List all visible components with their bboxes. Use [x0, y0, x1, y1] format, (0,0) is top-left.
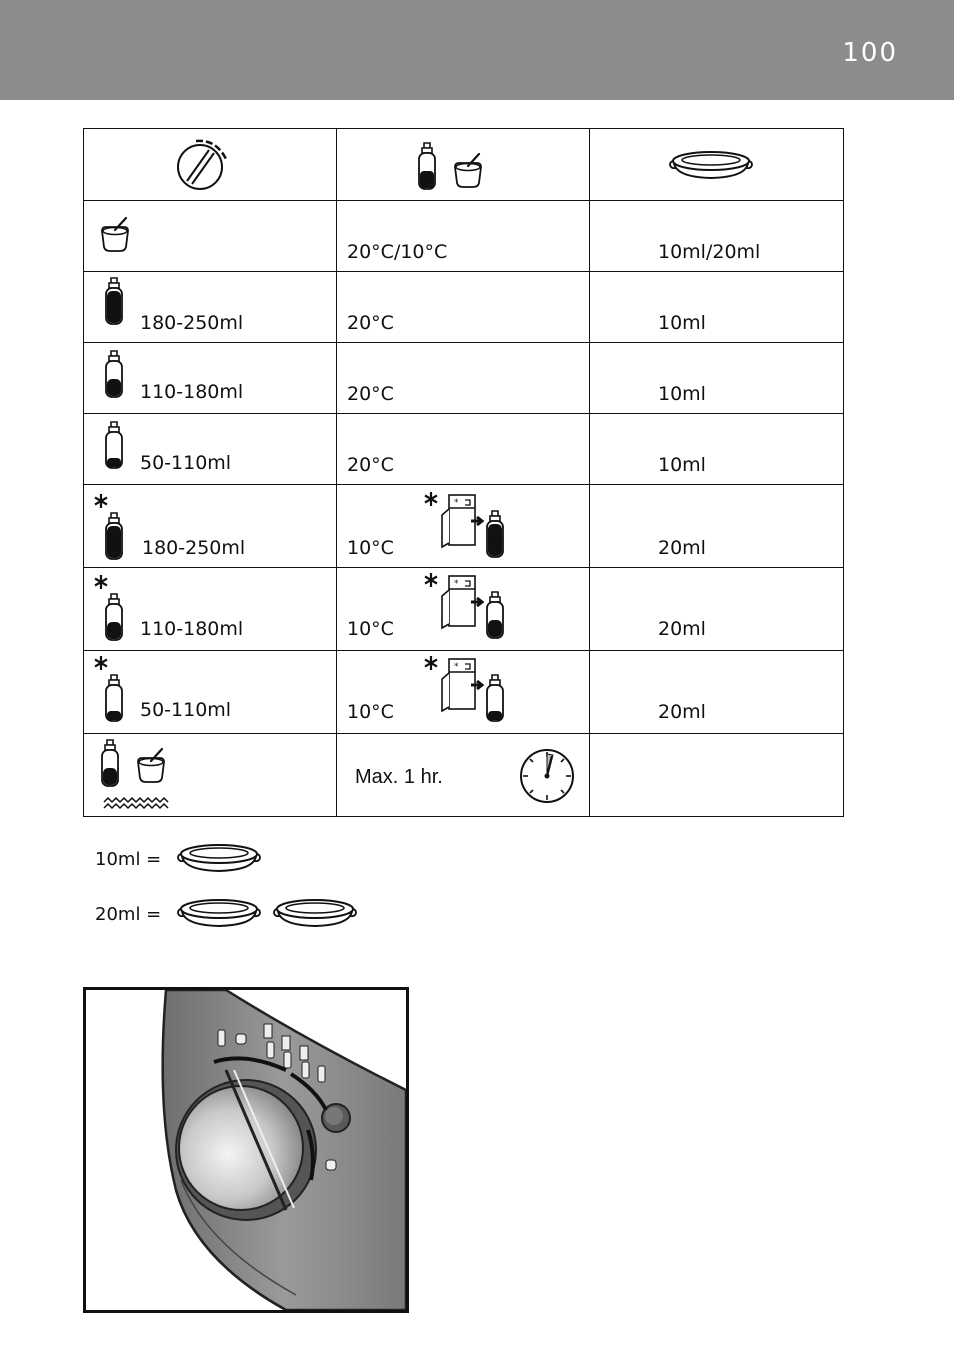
water-cell: 10ml: [589, 413, 844, 485]
volume-label: 50-110ml: [140, 452, 232, 474]
temperature-label: 10°C: [347, 618, 394, 640]
header-dial-cell: [83, 128, 337, 201]
table-row: 180-250ml 10°C 20ml: [83, 484, 844, 568]
cold-bottle-half-icon: [93, 573, 123, 641]
device-dial-photo: [83, 987, 409, 1313]
water-cell: 20ml: [589, 567, 844, 651]
water-amount-label: 20ml: [658, 618, 706, 640]
legend-10ml-label: 10ml =: [95, 849, 162, 870]
temperature-cell: 20°C: [336, 413, 590, 485]
dial-knob-icon: [177, 139, 228, 190]
food-type-cell: 50-110ml: [83, 650, 337, 734]
temperature-label: 10°C: [347, 701, 394, 723]
cold-bottle-low-icon: [93, 654, 123, 722]
water-cell: 10ml: [589, 271, 844, 343]
settings-table: 20°C/10°C 10ml/20ml 180-250ml 20°C 10ml …: [83, 128, 844, 817]
volume-label: 180-250ml: [140, 312, 244, 334]
measuring-ring-icon: [177, 899, 261, 927]
temperature-cell: 20°C: [336, 271, 590, 343]
table-header-row: [83, 128, 844, 201]
water-amount-label: 10ml: [658, 454, 706, 476]
keep-warm-time-cell: Max. 1 hr.: [336, 733, 590, 817]
bottle-half-icon: [105, 350, 123, 398]
temperature-label: 20°C/10°C: [347, 241, 448, 263]
bottle-low-icon: [105, 421, 123, 469]
water-amount-label: 10ml/20ml: [658, 241, 761, 263]
cold-bottle-full-icon: [93, 492, 123, 560]
food-type-cell: 180-250ml: [83, 484, 337, 568]
food-type-cell: 180-250ml: [83, 271, 337, 343]
water-amount-label: 10ml: [658, 383, 706, 405]
water-amount-label: 20ml: [658, 701, 706, 723]
temperature-label: 20°C: [347, 454, 394, 476]
clock-icon: [520, 749, 574, 803]
food-type-cell: 110-180ml: [83, 342, 337, 414]
volume-label: 110-180ml: [140, 381, 244, 403]
keep-warm-water-cell: [589, 733, 844, 817]
fridge-to-bottle-icon: [423, 654, 504, 722]
page-number: 100: [842, 38, 898, 68]
volume-label: 180-250ml: [142, 537, 246, 559]
table-row: 50-110ml 10°C 20ml: [83, 650, 844, 734]
temperature-cell: 10°C: [336, 650, 590, 734]
fridge-to-bottle-icon: [423, 571, 504, 639]
volume-label: 110-180ml: [140, 618, 244, 640]
water-cell: 10ml: [589, 342, 844, 414]
table-row-keep-warm: Max. 1 hr.: [83, 733, 844, 817]
baby-food-jar-icon: [100, 217, 130, 253]
bottle-full-icon: [105, 277, 123, 325]
water-amount-label: 20ml: [658, 537, 706, 559]
keep-warm-icon: [101, 739, 169, 810]
temperature-label: 20°C: [347, 383, 394, 405]
header-bottle-food-cell: [336, 128, 590, 201]
temperature-label: 10°C: [347, 537, 394, 559]
temperature-cell: 20°C: [336, 342, 590, 414]
table-row: 50-110ml 20°C 10ml: [83, 413, 844, 485]
temperature-cell: 10°C: [336, 567, 590, 651]
temperature-cell: 10°C: [336, 484, 590, 568]
temperature-label: 20°C: [347, 312, 394, 334]
keep-warm-cell: [83, 733, 337, 817]
table-row: 110-180ml 20°C 10ml: [83, 342, 844, 414]
water-cell: 20ml: [589, 484, 844, 568]
table-row: 180-250ml 20°C 10ml: [83, 271, 844, 343]
measuring-ring-icon: [177, 844, 261, 872]
measuring-ring-icon: [669, 151, 753, 179]
table-row: 20°C/10°C 10ml/20ml: [83, 200, 844, 272]
bottle-warmer-dial-photo: [161, 990, 406, 1310]
header-ring-cell: [589, 128, 844, 201]
max-time-label: Max. 1 hr.: [355, 766, 443, 788]
volume-label: 50-110ml: [140, 699, 232, 721]
water-amount-label: 10ml: [658, 312, 706, 334]
water-cell: 10ml/20ml: [589, 200, 844, 272]
bottle-and-food-jar-icon: [418, 142, 483, 190]
legend-20ml-label: 20ml =: [95, 904, 162, 925]
food-type-cell: 110-180ml: [83, 567, 337, 651]
measuring-ring-icon: [273, 899, 357, 927]
food-type-cell: [83, 200, 337, 272]
food-type-cell: 50-110ml: [83, 413, 337, 485]
water-cell: 20ml: [589, 650, 844, 734]
temperature-cell: 20°C/10°C: [336, 200, 590, 272]
page-header: 100: [0, 0, 954, 100]
fridge-to-bottle-icon: [423, 490, 504, 558]
table-row: 110-180ml 10°C 20ml: [83, 567, 844, 651]
